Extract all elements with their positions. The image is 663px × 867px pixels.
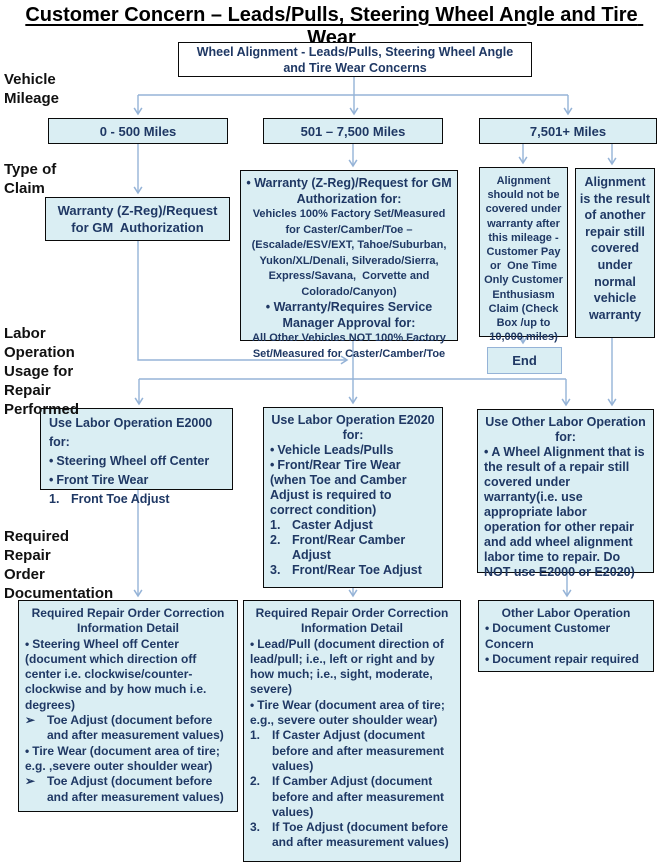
item-number: 1. — [250, 728, 261, 743]
bullet-marker: • — [49, 473, 54, 487]
bullet-marker: • — [25, 743, 30, 758]
list-item: •Document Customer Concern — [485, 621, 647, 652]
list-item: 3. Front/Rear Toe Adjust — [270, 563, 436, 578]
list-item: (when Toe and Camber Adjust is required … — [270, 473, 436, 518]
claim-mid-body-1: Vehicles 100% Factory Set/Measured for C… — [251, 208, 450, 298]
item-number: 2. — [270, 533, 281, 547]
list-item-text: Front/Rear Camber Adjust — [292, 533, 409, 562]
bullet-marker: • — [270, 443, 275, 457]
bullet-marker: • — [250, 636, 255, 651]
list-item-text: Lead/Pull (document direction of lead/pu… — [250, 636, 448, 697]
list-item-text: Front Toe Adjust — [71, 492, 170, 506]
list-item-text: Vehicle Leads/Pulls — [277, 443, 394, 457]
list-item: •Lead/Pull (document direction of lead/p… — [250, 637, 454, 698]
bullet-marker: • — [485, 651, 490, 666]
labor-e2000-header: Use Labor Operation E2000 for: — [49, 416, 216, 449]
list-item: ➢ Toe Adjust (document before and after m… — [25, 774, 231, 805]
box-claim-customer-pay: Alignment should not be covered under wa… — [479, 167, 568, 343]
list-item-text: Toe Adjust (document before and after me… — [47, 774, 224, 804]
list-item: ➢ Toe Adjust (document before and after m… — [25, 713, 231, 744]
list-item: •A Wheel Alignment that is the result of… — [484, 445, 647, 580]
list-item: •Steering Wheel off Center (document whi… — [25, 637, 231, 713]
list-item-text: Caster Adjust — [292, 518, 373, 532]
item-number: 3. — [250, 820, 261, 835]
box-mileage-501-7500: 501 – 7,500 Miles — [263, 118, 443, 144]
list-item: •Tire Wear (document area of tire; e.g.,… — [250, 698, 454, 729]
list-item-text: Steering Wheel off Center (document whic… — [25, 636, 210, 712]
claim-mid-body-2: All Other Vehicles NOT 100% Factory Set/… — [252, 332, 449, 360]
list-item-text: Front Tire Wear — [56, 473, 149, 487]
item-number: 1. — [49, 492, 60, 506]
doc-mid-header: Required Repair Order Correction Informa… — [255, 606, 452, 636]
item-number: 2. — [250, 774, 261, 789]
list-item: •Front Tire Wear — [49, 471, 224, 490]
box-claim-warranty-detail: • Warranty (Z-Reg)/Request for GM Author… — [240, 170, 458, 360]
list-item-text: Document repair required — [492, 651, 639, 666]
box-doc-e2020: Required Repair Order Correction Informa… — [243, 600, 461, 862]
doc-low-header: Required Repair Order Correction Informa… — [31, 606, 228, 636]
list-item-text: Steering Wheel off Center — [56, 454, 210, 468]
list-item: •Tire Wear (document area of tire; e.g. … — [25, 744, 231, 775]
list-item: 1. If Caster Adjust (document before and … — [250, 728, 454, 774]
bullet-marker: • — [484, 445, 489, 459]
list-item: 2. If Camber Adjust (document before and … — [250, 774, 454, 820]
list-item-text: If Camber Adjust (document before and af… — [272, 774, 448, 819]
list-item: •Document repair required — [485, 652, 647, 667]
list-item-text: If Caster Adjust (document before and af… — [272, 728, 448, 773]
box-claim-warranty-zreg: Warranty (Z-Reg)/Request for GM Authoriz… — [45, 197, 230, 241]
page-title: Customer Concern – Leads/Pulls, Steering… — [25, 4, 644, 49]
box-labor-e2000: Use Labor Operation E2000 for: •Steering… — [40, 408, 233, 506]
list-item-text: If Toe Adjust (document before and after… — [272, 820, 452, 850]
arrow-marker: ➢ — [25, 774, 36, 789]
list-item-text: Front/Rear Toe Adjust — [292, 563, 422, 577]
box-doc-e2000: Required Repair Order Correction Informa… — [18, 600, 238, 812]
bullet-marker: • — [270, 458, 275, 472]
item-number: 3. — [270, 563, 281, 577]
box-doc-other: Other Labor Operation •Document Customer… — [478, 600, 654, 672]
box-mileage-0-500: 0 - 500 Miles — [48, 118, 228, 144]
box-end: End — [487, 347, 562, 374]
doc-high-header: Other Labor Operation — [501, 606, 631, 620]
bullet-marker: • — [25, 636, 30, 651]
item-number: 1. — [270, 518, 281, 532]
list-item: 1. Front Toe Adjust — [49, 490, 224, 509]
label-required-repair-order-documentation: Required Repair Order Documentation — [4, 528, 114, 602]
list-item-text: Toe Adjust (document before and after me… — [47, 713, 224, 743]
labor-other-header: Use Other Labor Operation for: — [485, 415, 650, 444]
list-item: 1. Caster Adjust — [270, 518, 436, 533]
list-item: 3. If Toe Adjust (document before and aft… — [250, 820, 454, 851]
list-item: •Vehicle Leads/Pulls — [270, 443, 436, 458]
list-item-text: Front/Rear Tire Wear — [277, 458, 401, 472]
list-item: •Front/Rear Tire Wear — [270, 458, 436, 473]
list-item-text: Tire Wear (document area of tire; e.g. ,… — [25, 743, 224, 773]
box-labor-other: Use Other Labor Operation for: •A Wheel … — [477, 409, 654, 579]
label-vehicle-mileage: Vehicle Mileage — [4, 71, 60, 107]
label-labor-operation-usage: Labor Operation Usage for Repair Perform… — [4, 325, 80, 418]
box-claim-other-repair-warranty: Alignment is the result of another repai… — [575, 168, 655, 338]
bullet-marker: • — [250, 697, 255, 712]
claim-mid-bullet-2: • Warranty/Requires Service Manager Appr… — [265, 300, 436, 330]
claim-mid-bullet-1: • Warranty (Z-Reg)/Request for GM Author… — [246, 176, 455, 206]
list-item-text: (when Toe and Camber Adjust is required … — [270, 473, 410, 517]
bullet-marker: • — [49, 454, 54, 468]
box-mileage-7501-plus: 7,501+ Miles — [479, 118, 657, 144]
list-item: 2. Front/Rear Camber Adjust — [270, 533, 436, 563]
box-labor-e2020: Use Labor Operation E2020 for: •Vehicle … — [263, 407, 443, 588]
box-wheel-alignment-concerns: Wheel Alignment - Leads/Pulls, Steering … — [178, 42, 532, 77]
labor-e2020-header: Use Labor Operation E2020 for: — [271, 413, 439, 442]
list-item: •Steering Wheel off Center — [49, 452, 224, 471]
label-type-of-claim: Type of Claim — [4, 161, 57, 197]
list-item-text: A Wheel Alignment that is the result of … — [484, 445, 649, 579]
list-item-text: Document Customer Concern — [485, 621, 614, 651]
arrow-marker: ➢ — [25, 713, 36, 728]
list-item-text: Tire Wear (document area of tire; e.g., … — [250, 697, 449, 728]
bullet-marker: • — [485, 621, 490, 636]
